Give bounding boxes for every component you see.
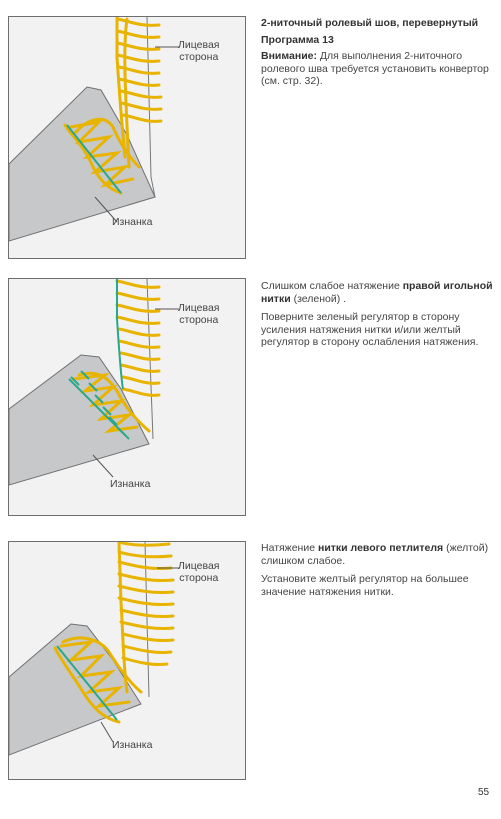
- label-back-side-1: Изнанка: [112, 216, 153, 228]
- looper-solution-text: Установите желтый регулятор на большее з…: [261, 573, 469, 598]
- looper-pre: Натяжение: [261, 542, 318, 554]
- label-front-side-3: Лицевая сторона: [178, 560, 220, 584]
- note-paragraph: Внимание: Для выполнения 2-ниточного рол…: [261, 50, 493, 88]
- label-back-side-3: Изнанка: [112, 739, 153, 751]
- label-front-side-1: Лицевая сторона: [178, 39, 220, 63]
- note-text: Для выполнения 2-ниточного ролевого шва …: [261, 50, 489, 87]
- note-label: Внимание:: [261, 50, 317, 62]
- text-block-1: 2-ниточный ролевый шов, перевернутый Про…: [261, 17, 493, 94]
- label-front-side-2: Лицевая сторона: [178, 302, 220, 326]
- text-block-2: Слишком слабое натяжение правой игольной…: [261, 280, 493, 355]
- seam-illustration-3: [9, 542, 179, 756]
- tension-problem-text: Слишком слабое натяжение правой игольной…: [261, 280, 493, 305]
- looper-post: (желтой) слишком слабое.: [261, 542, 489, 567]
- program-number: Программа 13: [261, 33, 334, 46]
- text-block-3: Натяжение нитки левого петлителя (желтой…: [261, 542, 493, 604]
- looper-bold: нитки левого петлителя: [317, 542, 444, 554]
- seam-illustration-1: [9, 17, 179, 242]
- looper-problem-text: Натяжение нитки левого петлителя (желтой…: [261, 542, 493, 567]
- problem-bold: правой игольной нитки: [261, 280, 493, 305]
- seam-illustration-2: [9, 279, 179, 486]
- section-title: 2-ниточный ролевый шов, перевернутый: [261, 17, 479, 29]
- figure-2-loose-needle-thread: [8, 278, 246, 516]
- tension-solution-text: Поверните зеленый регулятор в сторону ус…: [261, 311, 479, 348]
- figure-1-normal-seam: [8, 16, 246, 259]
- label-back-side-2: Изнанка: [110, 478, 151, 490]
- figure-3-loose-looper-thread: [8, 541, 246, 780]
- page-number: 55: [478, 787, 490, 798]
- problem-pre: Слишком слабое натяжение: [261, 280, 403, 292]
- problem-post: (зеленой) .: [290, 292, 347, 305]
